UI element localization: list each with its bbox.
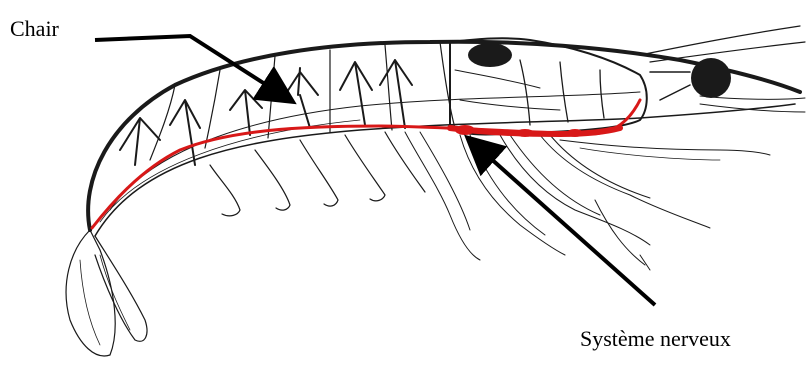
- arrow-to-nerve: [470, 140, 655, 305]
- nervous-system-label: Système nerveux: [580, 328, 731, 350]
- hepatopancreas: [468, 43, 512, 67]
- nerve-ganglion: [516, 129, 534, 137]
- eye: [691, 58, 731, 98]
- flesh-label: Chair: [10, 18, 59, 40]
- arrow-to-flesh: [95, 36, 290, 100]
- ventral-outline: [95, 104, 795, 236]
- pointer-arrow-icon: [95, 36, 655, 305]
- nerve-ganglion: [567, 129, 583, 137]
- nerve-ganglion: [455, 125, 475, 135]
- tail-fan: [66, 230, 115, 356]
- shrimp-drawing: [66, 26, 805, 356]
